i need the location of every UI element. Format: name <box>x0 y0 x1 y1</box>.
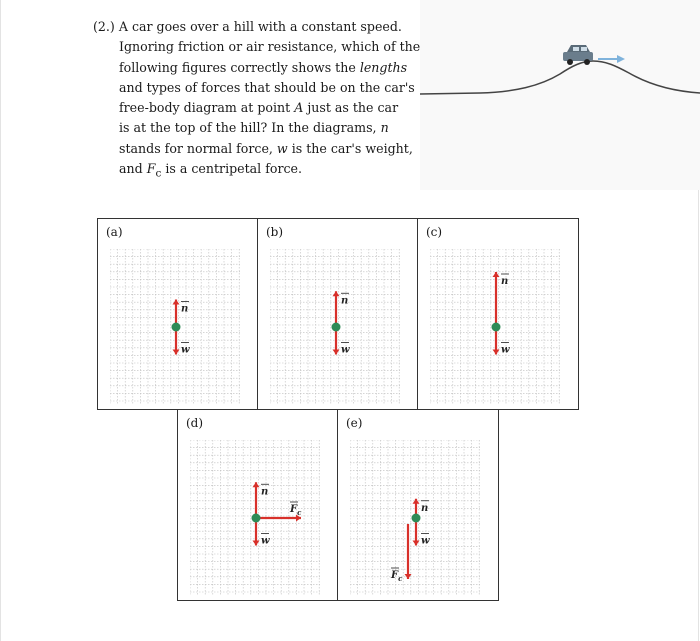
panel-a-diagram: nw <box>110 249 240 404</box>
question-text: (2.) A car goes over a hill with a const… <box>93 19 421 180</box>
weight-label: w <box>181 345 190 356</box>
normal-force-label: n <box>501 276 508 287</box>
grid-lines <box>270 249 400 404</box>
car-point-dot <box>331 322 341 332</box>
normal-force-label: n <box>341 295 348 306</box>
normal-force-arrow <box>332 291 340 327</box>
grid-lines <box>350 440 480 595</box>
grid-lines <box>110 249 240 404</box>
normal-force-arrow <box>492 272 500 327</box>
panel-label: (c) <box>426 225 443 239</box>
weight-label: w <box>261 536 270 547</box>
car-point-dot <box>491 322 501 332</box>
panel-d: (d) n w Fc <box>177 409 339 601</box>
panel-label: (d) <box>186 416 204 430</box>
car-point-dot <box>171 322 181 332</box>
normal-force-label: n <box>181 304 188 315</box>
panel-e-diagram: n wFc <box>350 440 480 595</box>
grid-lines <box>190 440 320 595</box>
normal-force-label: n <box>261 486 268 497</box>
page-edge-left <box>0 0 1 641</box>
normal-force-label: n <box>421 503 428 514</box>
motion-arrow <box>598 55 625 63</box>
question-number: (2.) <box>93 19 115 34</box>
hill-curve <box>419 60 700 95</box>
centripetal-force-arrow <box>404 524 412 579</box>
weight-label: w <box>501 345 510 356</box>
weight-arrow <box>492 327 500 355</box>
centripetal-force-arrow <box>256 514 301 522</box>
panel-d-diagram: n w Fc <box>190 440 320 595</box>
panel-b-diagram: nw <box>270 249 400 404</box>
car-point-dot <box>251 513 261 523</box>
centripetal-force-label: Fc <box>289 504 302 517</box>
weight-arrow <box>252 518 260 546</box>
hill-figure <box>419 0 700 190</box>
panel-c-diagram: nw <box>430 249 560 404</box>
grid-lines <box>430 249 560 404</box>
weight-label: w <box>421 536 430 547</box>
weight-label: w <box>341 345 350 356</box>
car-point-dot <box>411 513 421 523</box>
panel-label: (b) <box>266 225 284 239</box>
panel-label: (a) <box>106 225 123 239</box>
page-edge-right <box>698 0 699 641</box>
panel-label: (e) <box>346 416 363 430</box>
weight-arrow <box>332 327 340 355</box>
centripetal-force-label: Fc <box>390 570 403 583</box>
weight-arrow <box>172 327 180 355</box>
weight-arrow <box>412 518 420 546</box>
car-icon <box>563 45 593 65</box>
normal-force-arrow <box>252 482 260 518</box>
normal-force-arrow <box>172 299 180 327</box>
